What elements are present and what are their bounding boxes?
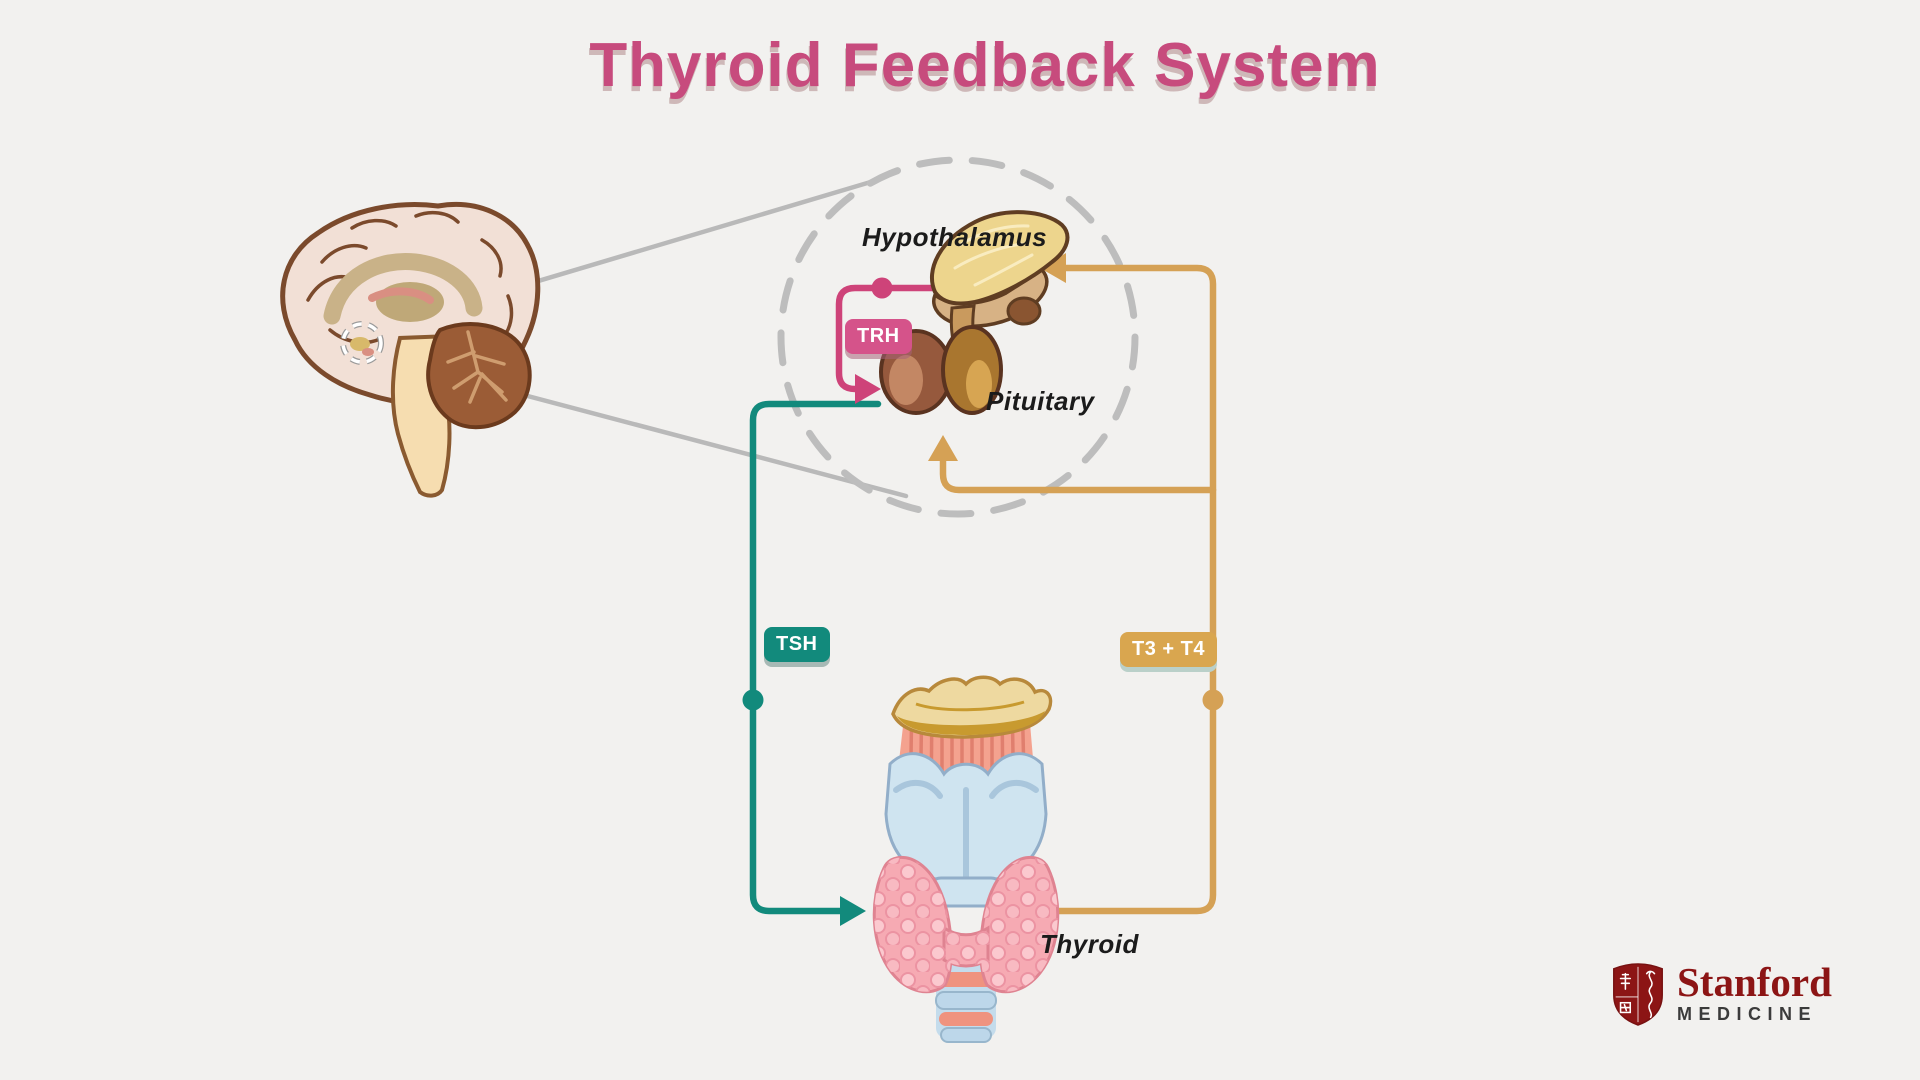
thyroid-gland [872,855,1060,994]
thyroid-label: Thyroid [1040,929,1139,959]
brain-illustration [280,201,541,498]
medicine-subtitle: MEDICINE [1677,1004,1818,1025]
trachea [935,960,997,1043]
trh-badge: TRH [845,319,912,354]
trh-junction-dot [871,277,893,299]
mammillary-body [1006,296,1042,326]
stanford-wordmark: Stanford [1677,958,1832,1005]
pituitary-label: Pituitary [986,386,1095,416]
stanford-shield-icon [1613,963,1663,1026]
trh-flow-line [835,277,961,404]
t3t4-junction-dot [1202,689,1224,711]
t3t4-flow-line [928,253,1224,915]
tsh-badge: TSH [764,627,830,662]
tsh-junction-dot [742,689,764,711]
stanford-medicine-logo: Stanford MEDICINE [1612,958,1832,1026]
tsh-flow-line [742,400,882,926]
hypothalamus-label: Hypothalamus [862,222,1048,252]
tsh-arrowhead-to-thyroid [840,896,866,926]
t3t4-badge: T3 + T4 [1120,632,1217,667]
trh-arrowhead-to-pituitary [855,374,881,404]
magnifier-circle [777,156,1139,518]
t3t4-arrowhead-to-pituitary [928,435,958,461]
t3t4-arrowhead-to-hypothalamus [1040,253,1066,283]
hyoid-bone [891,675,1053,739]
hypothalamus-pituitary-illustration [879,210,1070,415]
thyroid-illustration [872,675,1060,1043]
page-title: Thyroid Feedback System [589,31,1381,100]
